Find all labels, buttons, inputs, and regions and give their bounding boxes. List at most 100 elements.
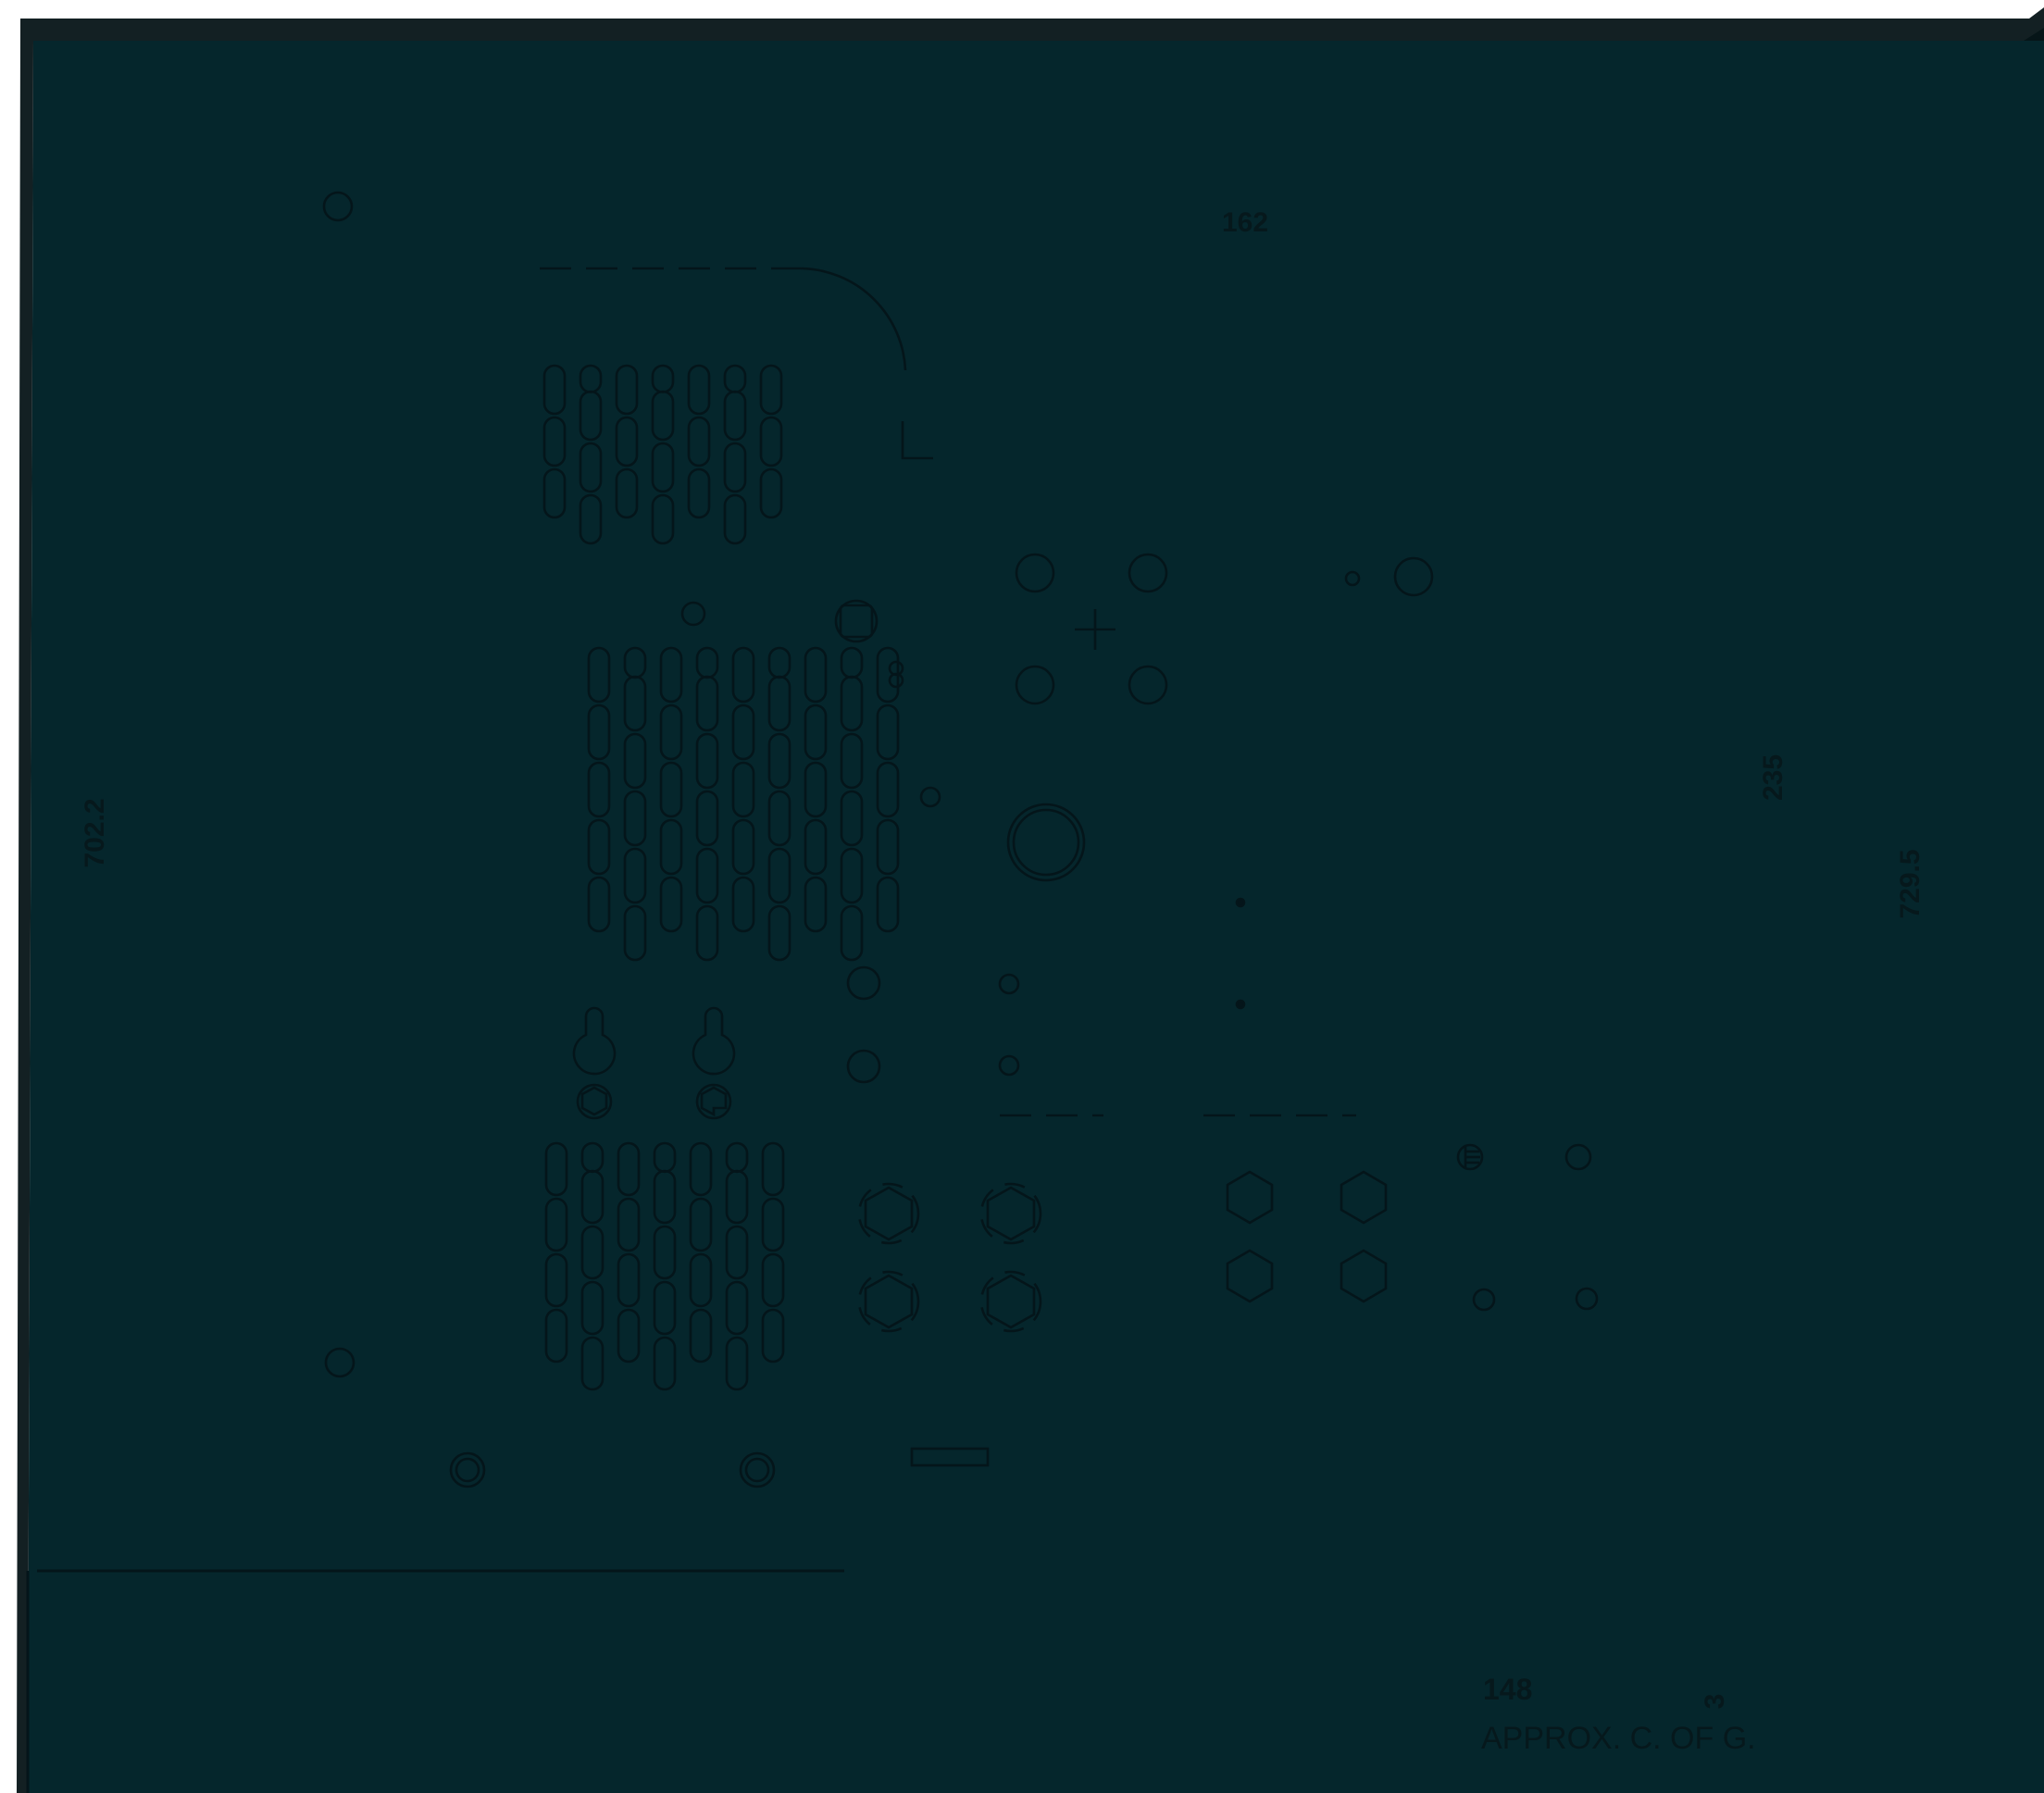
grille-slot [653,1141,677,1174]
grille-slot [767,646,791,679]
hidden-line-group [540,267,1356,1117]
hex-bolt-dashed [857,1270,920,1333]
grille-slot [731,876,755,933]
dimension-3: 3 [1700,1694,1730,1710]
grille-slot [767,847,791,904]
dimension-729-5: 729.5 [1895,849,1926,918]
grille-slot [761,1308,785,1363]
grille-slot [804,761,828,818]
geometry-layer [26,191,1599,1793]
grille-slot [840,646,864,679]
hex-bolt-dashed [979,1270,1042,1333]
grille-slot [579,493,603,545]
grille-slot [544,1141,568,1197]
hex-ring-fastener [739,1451,776,1488]
grille-slot [617,1141,641,1197]
grille-slot [615,364,639,416]
grille-slot [579,442,603,493]
bottom-hex-ring-group [449,1451,776,1488]
keyhole-mount [572,1006,617,1120]
grille-slot [580,1141,604,1174]
grille-slot [767,904,791,962]
hex-ring-fastener [449,1451,486,1488]
grille-slot [876,646,900,704]
hex-bolt-dashed [979,1182,1042,1245]
hex-bolt-plain [1340,1170,1388,1225]
grille-slot [587,761,611,818]
dimension-702-2: 702.2 [80,798,110,867]
grille-slot [653,1280,677,1336]
grille-slot [695,732,719,790]
grille-top [542,364,783,545]
grille-slot [617,1252,641,1308]
grille-slot [659,818,683,876]
hole-bottom-left [324,1347,355,1378]
grille-slot [725,1280,749,1336]
grille-slot [725,1225,749,1280]
grille-slot [542,467,567,519]
grille-slot [687,467,711,519]
grille-slot [731,646,755,704]
grille-slot [623,790,647,847]
grille-slot [651,442,675,493]
fillet-arc [801,267,907,371]
dimension-148: 148 [1483,1673,1532,1706]
grille-slot [723,364,747,393]
grille-slot [876,818,900,876]
round-hole-group [846,553,1599,1312]
grille-slot [623,904,647,962]
grille-slot [579,364,603,393]
grille-slot [659,761,683,818]
grille-slot [617,1197,641,1252]
grille-slot [653,1225,677,1280]
grille-slot [731,818,755,876]
grille-slot [695,904,719,962]
annotation-layer: 162 702.2 235 729.5 148 3 APPROX. C. OF … [80,207,1926,1756]
rect-pad [910,1447,990,1467]
grille-slot [615,416,639,467]
grille-slot [659,704,683,761]
note-approx-cog: APPROX. C. OF G. [1481,1721,1756,1756]
grille-slot [759,467,783,519]
rounded-square-feature [834,599,879,643]
dimension-235: 235 [1758,754,1788,801]
grille-slot [804,876,828,933]
grille-slot [587,818,611,876]
drawing-background-field [17,7,2044,1793]
grille-slot [687,416,711,467]
grille-slot [761,1197,785,1252]
grille-slot [804,646,828,704]
grille-slot [731,704,755,761]
grille-slot [723,493,747,545]
corner-hole-group [322,191,706,1378]
grille-slot [544,1197,568,1252]
grille-slot [587,876,611,933]
grille-slot [695,790,719,847]
grille-slot [542,416,567,467]
hex-bolt-plain [1226,1249,1274,1303]
grille-slot [659,646,683,704]
grille-slot [580,1280,604,1336]
grille-slot [623,732,647,790]
hex-bolt-plain-group [1226,1170,1388,1303]
grille-slot [725,1141,749,1174]
grille-slot [651,364,675,393]
grille-slot [542,364,567,416]
grille-slot [876,761,900,818]
grille-slot [651,493,675,545]
grille-slot [580,1336,604,1391]
grille-slot [617,1308,641,1363]
double-ring-port [1006,803,1086,882]
grille-slot [725,1336,749,1391]
grille-slot [804,704,828,761]
grille-slot [689,1308,713,1363]
grille-slot [659,876,683,933]
grille-slot [767,732,791,790]
grille-slot [689,1197,713,1252]
fastener-symbol-icon [1456,1143,1484,1171]
hole-center-small [680,601,706,627]
dimension-162: 162 [1222,207,1268,238]
grille-slot [876,704,900,761]
